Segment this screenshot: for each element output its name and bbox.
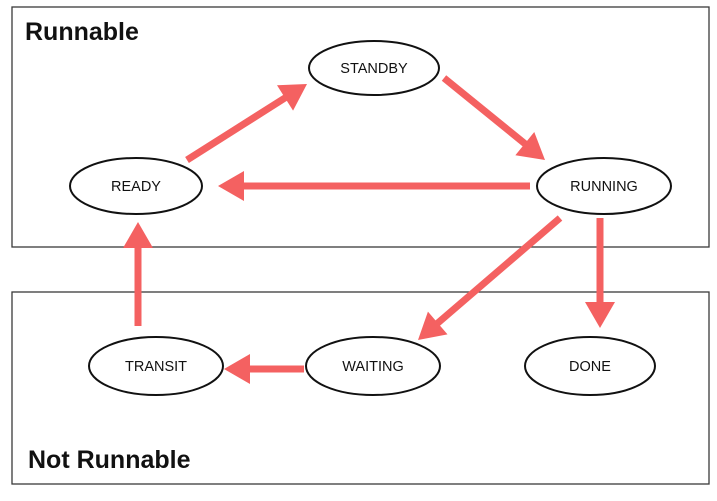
arrow-shaft [433,215,563,328]
waiting-label: WAITING [342,359,403,375]
arrow-head [515,131,545,160]
arrow-head [585,302,615,328]
state-waiting[interactable]: WAITING [305,336,441,396]
running-label: RUNNING [570,179,638,195]
state-running[interactable]: RUNNING [536,157,672,215]
transit-label: TRANSIT [125,359,187,375]
waiting-node[interactable] [305,336,441,396]
arrow-running-to-waiting [418,215,563,340]
arrow-running-to-done [585,218,615,328]
transition-arrows [123,75,615,384]
arrow-ready-to-standby [185,84,307,163]
arrow-head [224,354,250,384]
arrow-running-to-ready [218,171,530,201]
arrow-standby-to-running [441,75,545,160]
state-ready[interactable]: READY [69,157,203,215]
arrow-shaft [441,75,529,148]
ready-label: READY [111,179,161,195]
standby-node[interactable] [308,40,440,96]
done-node[interactable] [524,336,656,396]
standby-label: STANDBY [340,61,408,77]
done-label: DONE [569,359,611,375]
running-node[interactable] [536,157,672,215]
arrow-transit-to-ready [123,222,153,326]
state-transit[interactable]: TRANSIT [88,336,224,396]
arrow-head [218,171,244,201]
arrow-waiting-to-transit [224,354,304,384]
arrow-head [277,84,307,111]
state-standby[interactable]: STANDBY [308,40,440,96]
not-runnable-label: Not Runnable [28,446,191,474]
arrow-shaft [185,93,289,163]
transit-node[interactable] [88,336,224,396]
ready-node[interactable] [69,157,203,215]
runnable-label: Runnable [25,18,139,46]
arrow-head [418,311,448,340]
arrow-head [123,222,153,248]
state-done[interactable]: DONE [524,336,656,396]
